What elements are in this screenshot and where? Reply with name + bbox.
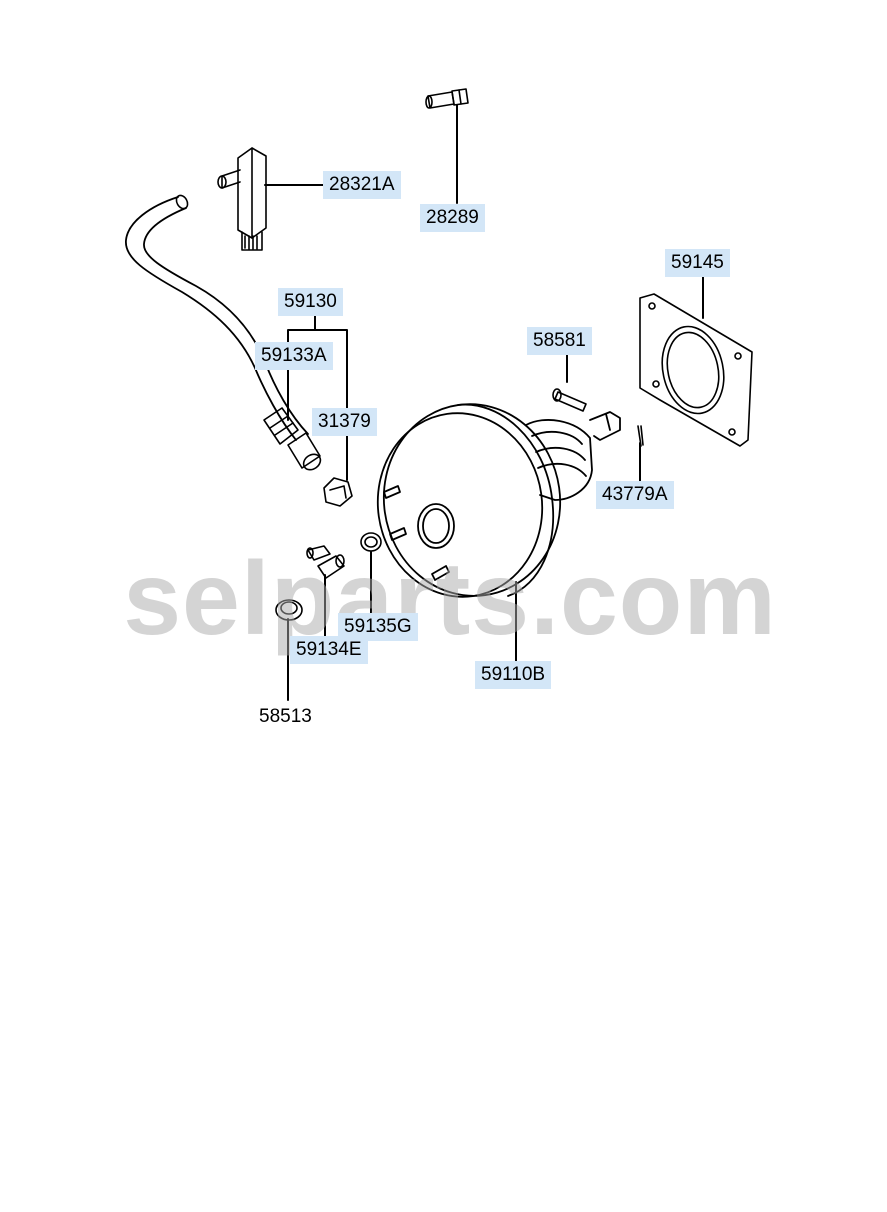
label-28289[interactable]: 28289 [420, 204, 485, 232]
check-valve-59134E [306, 545, 345, 579]
pin-58581 [552, 388, 587, 412]
cotter-pin-43779A [637, 425, 644, 447]
bolt-28289 [425, 88, 469, 109]
label-59134E[interactable]: 59134E [290, 636, 368, 664]
vacuum-fitting-28321A [217, 147, 267, 251]
label-59110B[interactable]: 59110B [475, 661, 552, 689]
label-28321A[interactable]: 28321A [323, 171, 401, 199]
brake-booster-59110B [376, 403, 621, 598]
vacuum-hose [125, 194, 322, 471]
label-59145[interactable]: 59145 [665, 249, 730, 277]
gasket-59145 [639, 293, 753, 447]
clamp-31379 [323, 477, 353, 507]
label-58513: 58513 [259, 706, 312, 727]
seal-58513 [275, 599, 303, 621]
label-58581[interactable]: 58581 [527, 327, 592, 355]
grommet-59135G [360, 532, 382, 552]
label-31379[interactable]: 31379 [312, 408, 377, 436]
label-59130[interactable]: 59130 [278, 288, 343, 316]
leader-lines [264, 104, 704, 701]
label-43779A[interactable]: 43779A [596, 481, 674, 509]
label-59133A[interactable]: 59133A [255, 342, 333, 370]
